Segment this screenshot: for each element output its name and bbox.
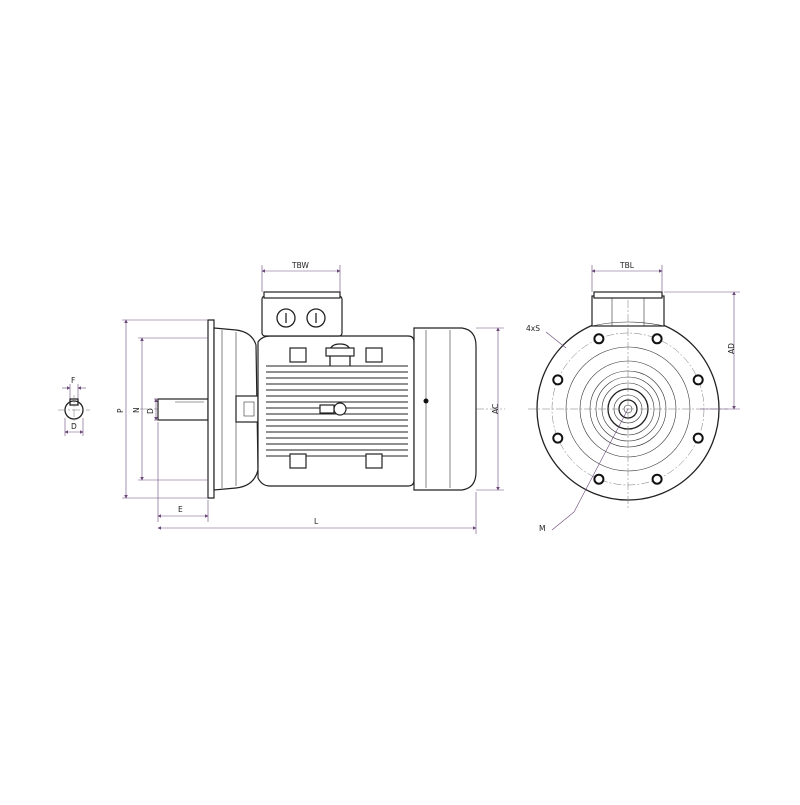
bolt-holes xyxy=(552,333,704,485)
shaft-key-detail: F D xyxy=(58,376,90,436)
side-view: TBW P N D E L AC xyxy=(116,261,505,534)
cable-gland-left xyxy=(276,308,296,328)
dimension-ad-label: AD xyxy=(727,343,736,354)
bolt-hole xyxy=(692,432,704,444)
lug-top-left xyxy=(289,347,307,363)
cooling-fins xyxy=(266,365,408,457)
bolt-hole xyxy=(552,432,564,444)
key-shaft-diameter-label: D xyxy=(71,422,77,431)
bolt-holes-label: 4xS xyxy=(526,324,540,333)
key-width-label: F xyxy=(71,376,75,385)
bolt-hole xyxy=(692,374,704,386)
dimension-ac-label: AC xyxy=(491,404,500,414)
cable-gland-right xyxy=(306,308,326,328)
bolt-hole xyxy=(593,473,605,485)
earth-bolt xyxy=(333,402,347,416)
bolt-hole xyxy=(651,473,663,485)
terminal-box xyxy=(261,295,343,337)
fan-cover xyxy=(413,327,477,491)
dimension-l-label: L xyxy=(314,517,319,526)
dimension-e-label: E xyxy=(178,505,183,514)
dimension-tbw-label: TBW xyxy=(291,261,309,270)
dimension-d-label: D xyxy=(146,408,155,414)
bolt-hole xyxy=(552,374,564,386)
dimension-p-label: P xyxy=(116,408,125,413)
flange xyxy=(207,319,215,499)
end-view: TBL AD 4xS M xyxy=(526,261,740,533)
bolt-hole xyxy=(651,333,663,345)
lug-bottom-right xyxy=(365,453,383,469)
dimension-tbl-label: TBL xyxy=(619,261,635,270)
pitch-diameter-label: M xyxy=(539,524,545,533)
bolt-hole xyxy=(593,333,605,345)
dimension-n-label: N xyxy=(132,407,141,413)
lug-bottom-left xyxy=(289,453,307,469)
lug-top-right xyxy=(365,347,383,363)
